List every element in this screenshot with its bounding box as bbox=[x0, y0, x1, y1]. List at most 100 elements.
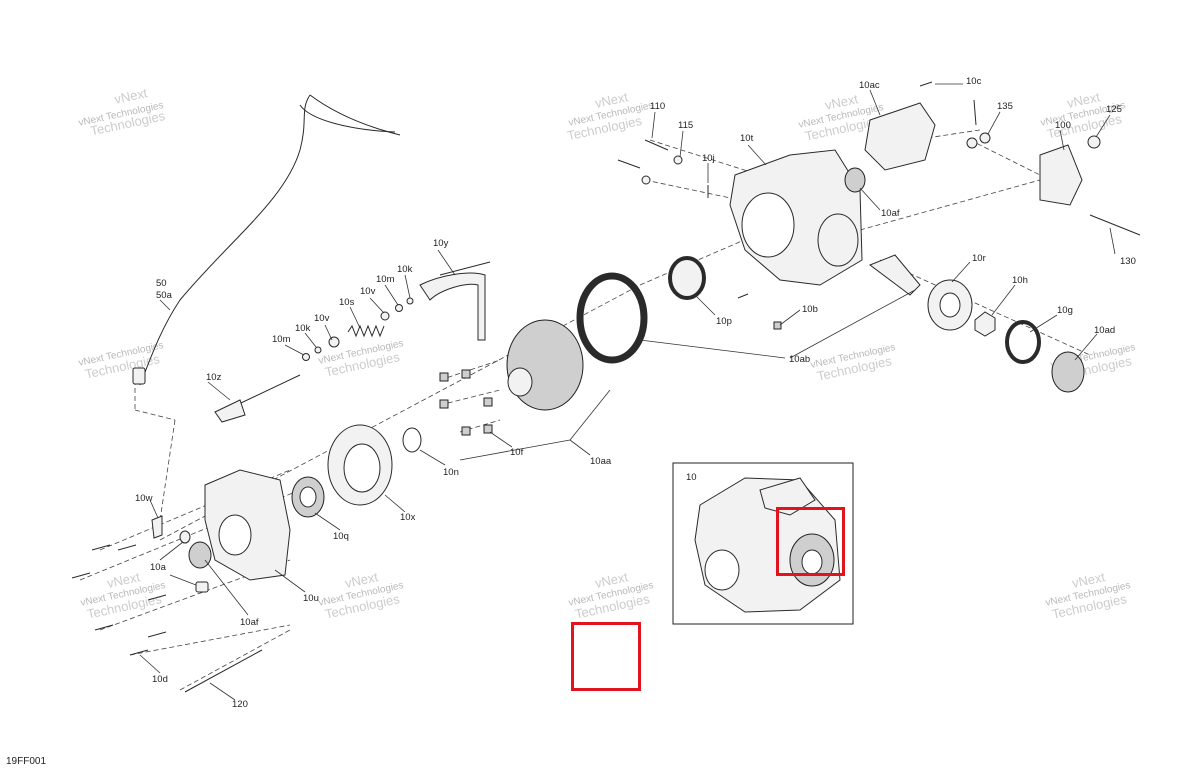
bearing-10p bbox=[668, 256, 706, 300]
actuator-10ac bbox=[864, 102, 936, 171]
ring-10v-top bbox=[380, 311, 390, 321]
watermark-text: vNext bbox=[344, 569, 380, 591]
callout-10ad: 10ad bbox=[1094, 325, 1115, 336]
pinion-10r bbox=[868, 254, 921, 296]
callout-125: 125 bbox=[1106, 104, 1122, 115]
stud-10w bbox=[151, 515, 163, 539]
seal-10af-top bbox=[844, 167, 866, 193]
washer-115 bbox=[673, 155, 683, 165]
callout-10v-mid: 10v bbox=[314, 313, 330, 324]
callout-10p: 10p bbox=[716, 316, 732, 327]
callout-10r: 10r bbox=[972, 253, 986, 264]
callout-10k-mid: 10k bbox=[295, 323, 311, 334]
watermark-text: vNext bbox=[1066, 89, 1102, 111]
highlight-box-output[interactable] bbox=[776, 507, 845, 576]
bolt-110b bbox=[617, 159, 641, 169]
callout-10af-top: 10af bbox=[881, 208, 900, 219]
callout-10d: 10d bbox=[152, 674, 168, 685]
watermark-text: vNext bbox=[1071, 569, 1107, 591]
bolt-130 bbox=[1089, 214, 1141, 236]
callout-10g: 10g bbox=[1057, 305, 1073, 316]
watermark-text: vNext bbox=[106, 569, 142, 591]
highlight-box-empty[interactable] bbox=[571, 622, 641, 691]
seal-10af-bottom bbox=[188, 541, 212, 569]
callout-10k-top: 10k bbox=[397, 264, 413, 275]
figure-code: 19FF001 bbox=[6, 756, 47, 767]
inset-label: 10 bbox=[686, 472, 697, 483]
breather-tube bbox=[309, 94, 401, 136]
bearing-10r-inner bbox=[939, 292, 961, 318]
plug-10af bbox=[195, 581, 209, 593]
shift-shaft-fork bbox=[214, 399, 246, 423]
watermark-text: vNext bbox=[594, 569, 630, 591]
inset-flange bbox=[704, 549, 740, 591]
callout-10a: 10a bbox=[150, 562, 167, 573]
pin-10b bbox=[737, 293, 749, 299]
washer-135-a bbox=[966, 137, 978, 149]
coupling-10x-inner bbox=[343, 443, 381, 493]
leader-lines bbox=[139, 83, 1116, 701]
bolt-110 bbox=[644, 139, 669, 151]
callout-10u: 10u bbox=[303, 593, 319, 604]
bolts-10d bbox=[71, 544, 167, 656]
plug-10b bbox=[773, 321, 782, 330]
ring-10k bbox=[314, 346, 322, 354]
bolt-10c bbox=[919, 81, 933, 87]
washer-115b bbox=[641, 175, 651, 185]
callout-100: 100 bbox=[1055, 120, 1071, 131]
callout-50a: 50a bbox=[156, 290, 173, 301]
fitting-10a bbox=[179, 530, 191, 544]
bolt-10c-b bbox=[973, 99, 977, 126]
callout-135: 135 bbox=[997, 101, 1013, 112]
callout-10v-top: 10v bbox=[360, 286, 376, 297]
nut-10h bbox=[974, 311, 996, 337]
callout-10f: 10f bbox=[510, 447, 524, 458]
callout-10h: 10h bbox=[1012, 275, 1028, 286]
differential-10aa bbox=[506, 319, 584, 411]
callout-10m-mid: 10m bbox=[272, 334, 291, 345]
callout-10z: 10z bbox=[206, 372, 222, 383]
callout-10aa: 10aa bbox=[590, 456, 612, 467]
ring-10g bbox=[1005, 320, 1041, 364]
ring-10v bbox=[328, 336, 340, 348]
callout-10n: 10n bbox=[443, 467, 459, 478]
ring-gear-10ab bbox=[576, 272, 648, 364]
breather-tube bbox=[139, 94, 311, 386]
washer-135-b bbox=[979, 132, 991, 144]
watermark-text: vNext bbox=[113, 85, 149, 107]
ring-10m bbox=[302, 353, 310, 361]
breather-tube bbox=[299, 104, 396, 133]
callout-10ab: 10ab bbox=[789, 354, 810, 365]
parts bbox=[71, 81, 1141, 693]
bolt-120 bbox=[184, 649, 263, 693]
callout-10q: 10q bbox=[333, 531, 349, 542]
callout-10b: 10b bbox=[802, 304, 818, 315]
o-ring-10n bbox=[402, 427, 422, 453]
callouts: 110 115 10j 10t 10ac 10c 135 100 125 130… bbox=[135, 76, 1136, 710]
callout-10af-bottom: 10af bbox=[240, 617, 259, 628]
callout-10ac: 10ac bbox=[859, 80, 880, 91]
callout-10s: 10s bbox=[339, 297, 355, 308]
breather-fitting bbox=[132, 367, 146, 385]
callout-10t: 10t bbox=[740, 133, 754, 144]
callout-10m-top: 10m bbox=[376, 274, 395, 285]
ring-10m-top bbox=[395, 304, 403, 312]
housing-10t-bore bbox=[741, 192, 795, 258]
shift-fork-10y bbox=[419, 272, 486, 341]
bearing-10q-inner bbox=[299, 486, 317, 508]
housing-10u-bore bbox=[218, 514, 252, 556]
callout-110: 110 bbox=[650, 101, 665, 112]
housing-10t-flange bbox=[817, 213, 859, 267]
callout-10x: 10x bbox=[400, 512, 416, 523]
callout-10y: 10y bbox=[433, 238, 449, 249]
watermark-text: vNext bbox=[824, 91, 860, 113]
bracket-100 bbox=[1039, 144, 1083, 206]
callout-120: 120 bbox=[232, 699, 248, 710]
callout-10c: 10c bbox=[966, 76, 982, 87]
washer-10ad bbox=[1051, 351, 1085, 393]
callout-115: 115 bbox=[678, 120, 693, 131]
bolts-10f bbox=[439, 369, 493, 436]
shift-fork-rod bbox=[439, 261, 491, 276]
differential-hub bbox=[507, 367, 533, 397]
